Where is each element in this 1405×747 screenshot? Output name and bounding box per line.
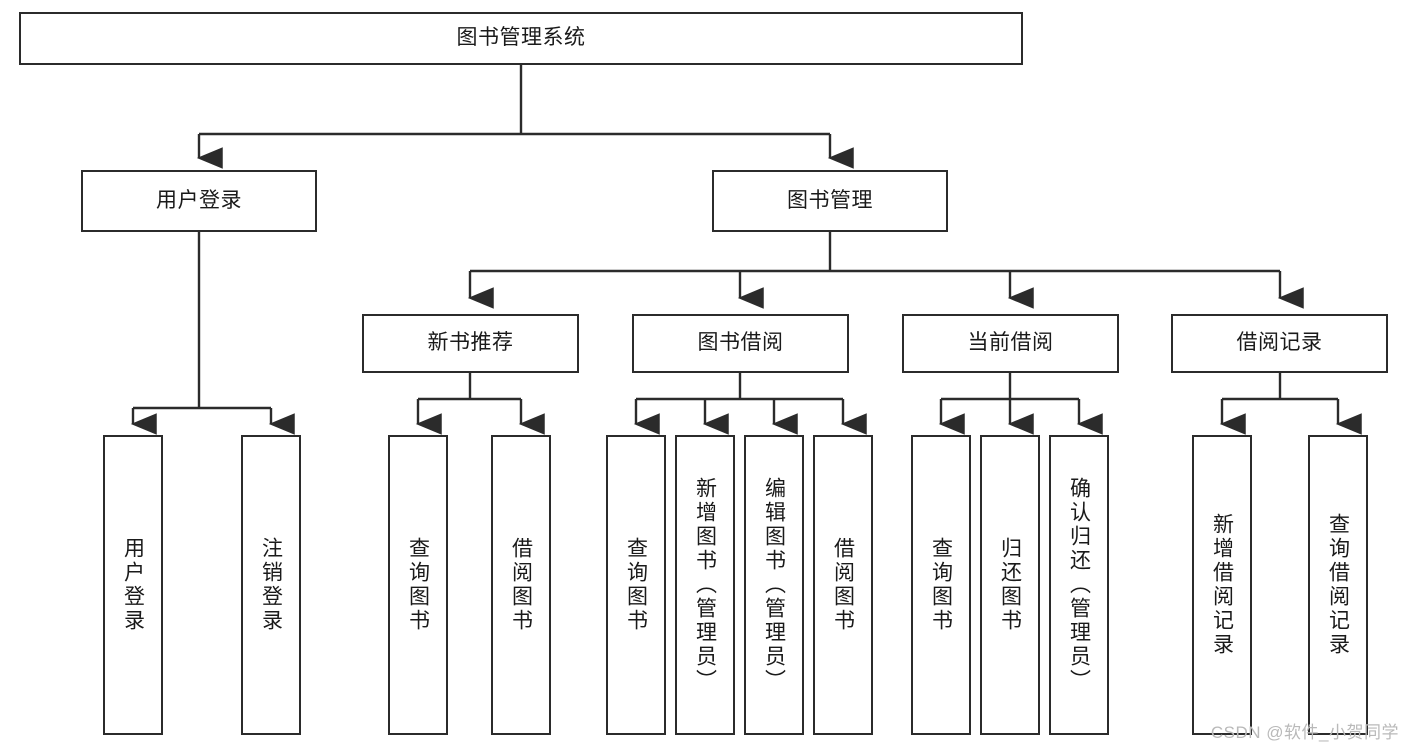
- node-book-management[interactable]: 图书管理: [712, 170, 948, 232]
- node-label: 查询图书: [406, 537, 430, 633]
- node-root-system[interactable]: 图书管理系统: [19, 12, 1023, 65]
- node-label: 借阅图书: [831, 537, 855, 633]
- node-label: 图书借阅: [697, 331, 784, 355]
- node-label: 图书管理系统: [456, 26, 586, 50]
- node-label: 新增借阅记录: [1210, 513, 1234, 657]
- leaf-current-confirm-return-admin[interactable]: 确认归还（管理员）: [1049, 435, 1109, 735]
- node-label: 编辑图书（管理员）: [762, 477, 786, 693]
- node-label: 查询图书: [929, 537, 953, 633]
- node-label: 借阅记录: [1236, 331, 1323, 355]
- leaf-recommend-query-book[interactable]: 查询图书: [388, 435, 448, 735]
- node-label: 确认归还（管理员）: [1067, 477, 1091, 693]
- node-label: 用户登录: [156, 188, 242, 212]
- node-book-borrow[interactable]: 图书借阅: [632, 314, 849, 373]
- node-current-borrow[interactable]: 当前借阅: [902, 314, 1119, 373]
- leaf-user-login[interactable]: 用户登录: [103, 435, 163, 735]
- node-label: 注销登录: [259, 537, 283, 633]
- node-label: 用户登录: [121, 537, 145, 633]
- leaf-borrow-add-book-admin[interactable]: 新增图书（管理员）: [675, 435, 735, 735]
- node-label: 新增图书（管理员）: [693, 477, 717, 693]
- node-label: 查询图书: [624, 537, 648, 633]
- leaf-user-logout[interactable]: 注销登录: [241, 435, 301, 735]
- node-user-login[interactable]: 用户登录: [81, 170, 317, 232]
- leaf-borrow-query-book[interactable]: 查询图书: [606, 435, 666, 735]
- leaf-current-query-book[interactable]: 查询图书: [911, 435, 971, 735]
- node-label: 查询借阅记录: [1326, 513, 1350, 657]
- leaf-record-add-borrow-record[interactable]: 新增借阅记录: [1192, 435, 1252, 735]
- leaf-borrow-borrow-book[interactable]: 借阅图书: [813, 435, 873, 735]
- node-borrow-record[interactable]: 借阅记录: [1171, 314, 1388, 373]
- node-label: 新书推荐: [427, 331, 514, 355]
- node-label: 借阅图书: [509, 537, 533, 633]
- node-new-book-recommend[interactable]: 新书推荐: [362, 314, 579, 373]
- node-label: 当前借阅: [967, 331, 1054, 355]
- leaf-record-query-borrow-record[interactable]: 查询借阅记录: [1308, 435, 1368, 735]
- node-label: 归还图书: [998, 537, 1022, 633]
- leaf-recommend-borrow-book[interactable]: 借阅图书: [491, 435, 551, 735]
- watermark-text: CSDN @软件_小贺同学: [1210, 723, 1399, 742]
- node-label: 图书管理: [787, 188, 873, 212]
- leaf-current-return-book[interactable]: 归还图书: [980, 435, 1040, 735]
- leaf-borrow-edit-book-admin[interactable]: 编辑图书（管理员）: [744, 435, 804, 735]
